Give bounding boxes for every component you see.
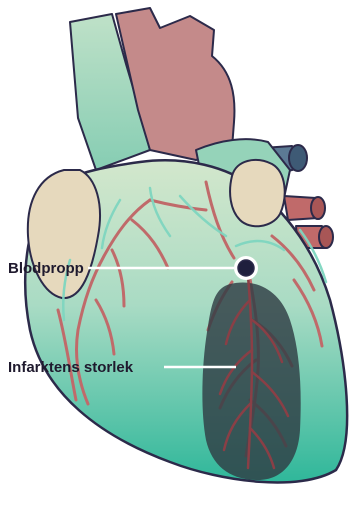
clot-label: Blodpropp — [8, 260, 84, 277]
pulmonary-vein-2-opening — [311, 197, 325, 219]
left-atrial-appendage — [230, 160, 285, 226]
pulmonary-vein-1-opening — [289, 145, 307, 171]
clot-marker — [238, 260, 254, 276]
pulmonary-vein-3-opening — [319, 226, 333, 248]
infarct-label: Infarktens storlek — [8, 359, 134, 376]
